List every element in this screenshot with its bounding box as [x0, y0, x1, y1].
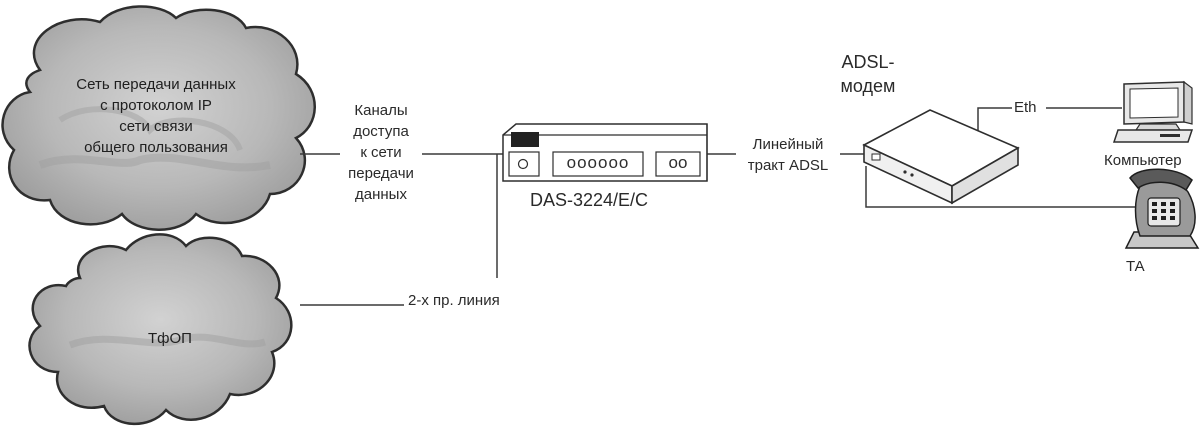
pstn-cloud	[28, 233, 293, 425]
das-port-block	[552, 151, 644, 177]
modem-label-line: ADSL-	[841, 52, 895, 72]
access-channels-line: данных	[355, 186, 407, 203]
phone-label: ТА	[1126, 258, 1145, 275]
modem-label: ADSL- модем	[818, 50, 918, 98]
pstn-line-label: 2-х пр. линия	[408, 292, 500, 309]
access-channels-line: передачи	[348, 165, 414, 182]
adsl-line-line: тракт ADSL	[747, 157, 829, 174]
ip-cloud-line: общего пользования	[84, 139, 228, 156]
ip-cloud-line: с протоколом IP	[100, 97, 212, 114]
pstn-cloud-label: ТфОП	[148, 330, 192, 347]
connection-lines	[300, 107, 1140, 306]
ip-network-cloud	[1, 5, 316, 231]
das-indicator	[511, 132, 539, 147]
modem-label-line: модем	[840, 76, 896, 96]
access-channels-line: к сети	[360, 144, 402, 161]
eth-label: Eth	[1014, 99, 1037, 116]
adsl-line-line: Линейный	[752, 136, 824, 153]
das-label: DAS-3224/E/C	[530, 190, 649, 210]
computer-icon	[1112, 80, 1194, 143]
adsl-line-label: Линейный тракт ADSL	[730, 134, 846, 176]
eth-link	[977, 107, 1012, 137]
das-port-dots: oooooo	[566, 153, 630, 172]
access-channels-line: Каналы	[354, 102, 408, 119]
das-port-pair: oo	[668, 153, 688, 172]
modem-phone-link	[865, 166, 1140, 208]
das-device	[502, 123, 708, 182]
das-port-left	[508, 151, 540, 177]
adsl-modem-device	[862, 109, 1020, 205]
computer-label: Компьютер	[1104, 152, 1182, 169]
ip-cloud-line: сети связи	[119, 118, 193, 135]
telephone-icon	[1124, 168, 1200, 249]
access-channels-line: доступа	[353, 123, 409, 140]
ip-cloud-line: Сеть передачи данных	[76, 76, 236, 93]
access-channels-label: Каналы доступа к сети передачи данных	[336, 100, 426, 205]
das-port-right	[655, 151, 701, 177]
ip-cloud-label: Сеть передачи данных с протоколом IP сет…	[40, 74, 272, 158]
